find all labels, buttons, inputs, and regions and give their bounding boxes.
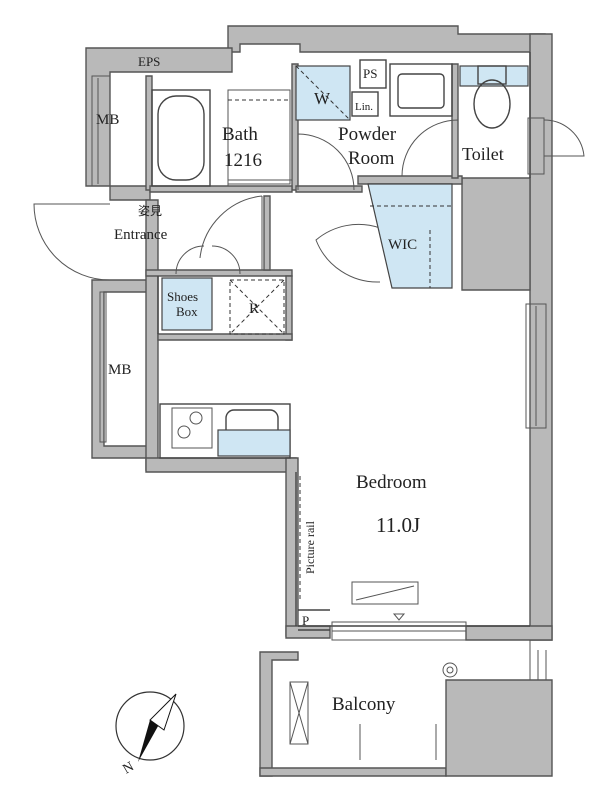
- outlines: [91, 52, 547, 680]
- bedroom-size-label: 11.0J: [376, 513, 420, 537]
- ps-label: PS: [363, 66, 377, 81]
- bath-size-label: 1216: [224, 150, 262, 171]
- walls: [85, 25, 553, 777]
- powder-room-label-2: Room: [348, 148, 395, 169]
- shoes-box-label-2: Box: [176, 304, 198, 319]
- eps-label: EPS: [138, 54, 160, 69]
- compass-north-label: N: [121, 759, 137, 777]
- balcony-label: Balcony: [332, 694, 396, 715]
- compass: N: [115, 691, 185, 777]
- bedroom-label: Bedroom: [356, 472, 427, 493]
- p-label: P: [302, 613, 309, 628]
- fixtures: [151, 59, 529, 760]
- linen-label: Lin.: [355, 101, 373, 113]
- picture-rail-label: Picture rail: [303, 520, 317, 574]
- mb-top-label: MB: [96, 112, 119, 128]
- mb-left-label: MB: [108, 362, 131, 378]
- toilet-label: Toilet: [462, 144, 504, 164]
- shoes-box-label-1: Shoes: [167, 289, 198, 304]
- washer-label: W: [314, 89, 331, 108]
- bath-label: Bath: [222, 124, 258, 145]
- entrance-label: Entrance: [114, 227, 168, 243]
- wic-label: WIC: [388, 237, 417, 253]
- mirror-label: 姿見: [138, 204, 162, 218]
- powder-room-label-1: Powder: [338, 124, 397, 145]
- fridge-label: R: [249, 301, 259, 317]
